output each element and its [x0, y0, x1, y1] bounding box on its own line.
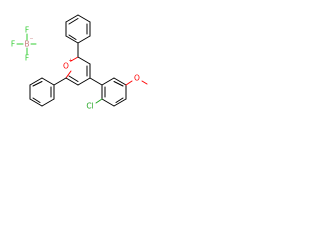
molecular-structure-diagram: F F F B − O + — [11, 14, 148, 111]
bond-o-c6 — [65, 70, 72, 79]
bond-c-cl — [95, 98, 103, 104]
tetrafluoroborate-anion: F F F B − — [11, 26, 37, 63]
atom-fluorine-top: F — [25, 26, 29, 35]
phenyl-ring-left — [29, 77, 55, 107]
bond-pyrylium-to-phenyl-left — [53, 77, 67, 86]
bond — [101, 77, 115, 86]
double-bond-inner — [32, 97, 41, 103]
atom-oxygen-pyrylium: O — [63, 62, 69, 71]
bond — [65, 35, 79, 44]
bond — [113, 77, 127, 86]
atom-oxygen-methoxy: O — [134, 74, 140, 83]
double-bond-inner — [115, 97, 124, 103]
atom-fluorine-bottom: F — [25, 54, 29, 63]
bond — [77, 14, 91, 23]
bond — [41, 98, 55, 107]
bond — [29, 98, 43, 107]
bond — [77, 56, 91, 65]
atom-chlorine: Cl — [86, 102, 93, 111]
double-bond-inner — [68, 75, 79, 82]
bond — [77, 77, 91, 86]
bond-pyrylium-to-aryl-right — [89, 77, 103, 86]
double-bond-inner — [32, 81, 43, 87]
atom-boron: B — [24, 40, 29, 49]
bond-c2-o — [70, 56, 79, 62]
pyrylium-ring: O + — [63, 56, 91, 86]
bond-c-o-methoxy — [125, 80, 133, 86]
chloromethoxyphenyl-ring — [101, 77, 127, 107]
double-bond-inner — [113, 81, 124, 87]
boron-charge: − — [29, 37, 33, 42]
bond — [29, 77, 43, 86]
atom-fluorine-left: F — [11, 40, 15, 49]
bond — [113, 98, 127, 107]
bond — [77, 35, 91, 44]
double-bond-inner — [68, 34, 77, 40]
oxygen-pyrylium-charge: + — [68, 58, 72, 64]
bond — [65, 77, 79, 86]
phenyl-ring-top — [65, 14, 91, 44]
bond — [101, 98, 115, 107]
bond — [41, 77, 55, 86]
double-bond-inner — [68, 18, 79, 25]
bond — [65, 14, 79, 23]
bond-o-ch3 — [141, 80, 148, 85]
